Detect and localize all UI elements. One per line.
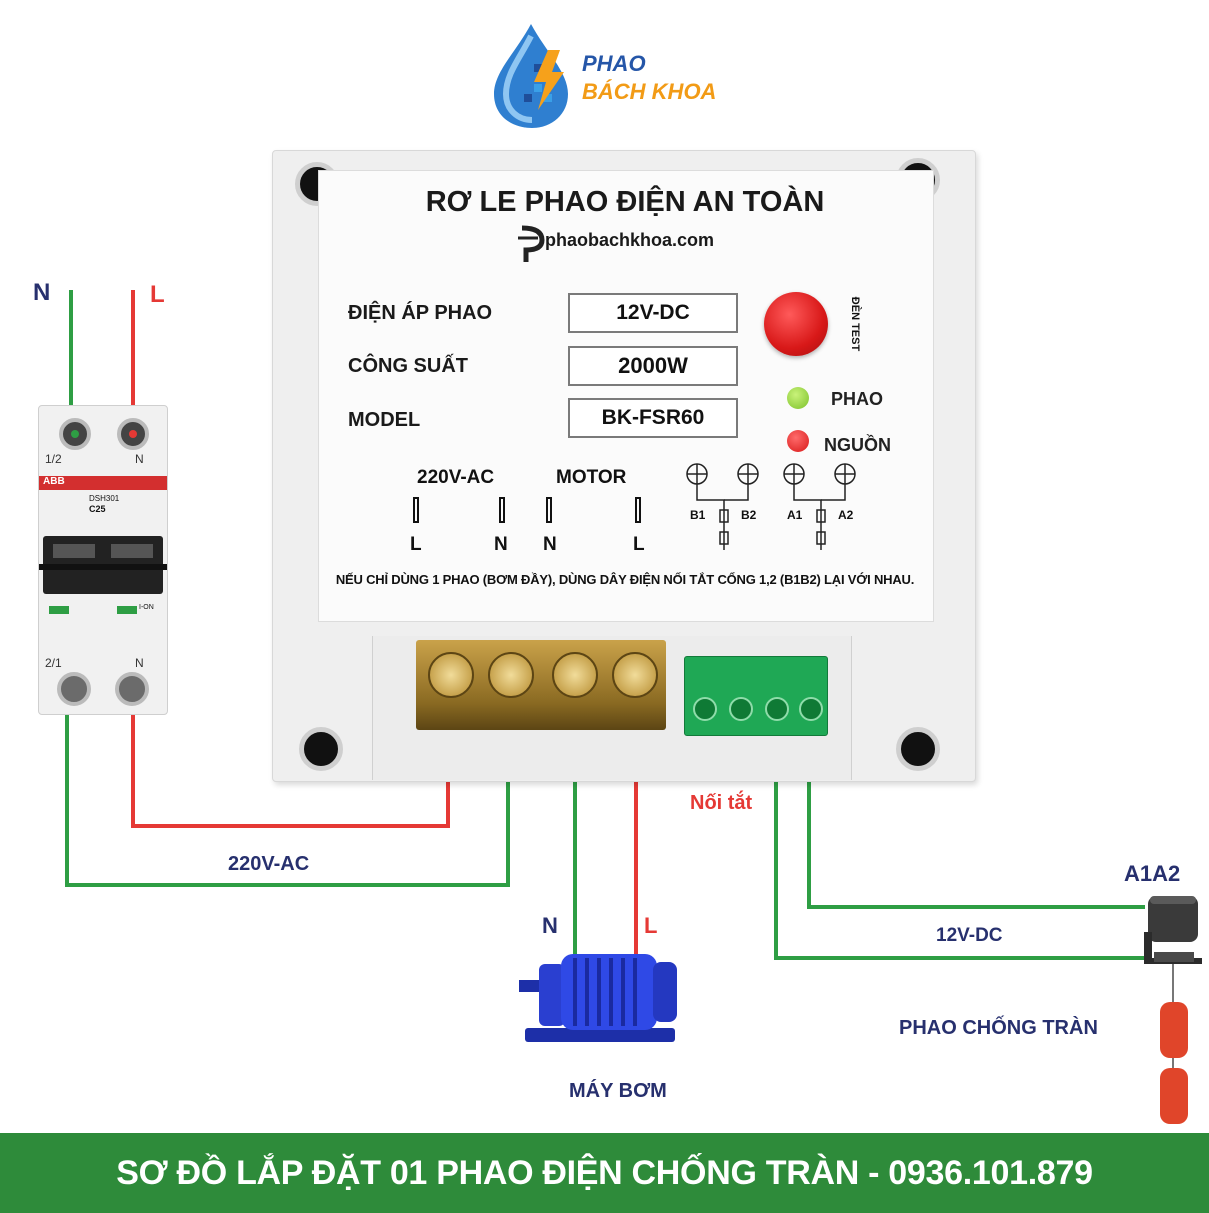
shorting-label: Nối tắt (690, 792, 753, 814)
relay-website: phaobachkhoa.com (545, 230, 715, 250)
terminal-mark-3 (546, 497, 552, 523)
footer-title: SƠ ĐỒ LẮP ĐẶT 01 PHAO ĐIỆN CHỐNG TRÀN - … (116, 1154, 1093, 1192)
mounting-hole-bottom-right (896, 727, 940, 771)
breaker-terminal-out-n (57, 672, 91, 706)
led-phao (787, 387, 809, 409)
logo-line-2: BÁCH KHOA (582, 79, 717, 104)
breaker-label-top-left: 1/2 (45, 452, 62, 466)
logo-line-1: PHAO (582, 51, 646, 76)
power-terminal-block (416, 640, 666, 730)
breaker-terminal-out-l (115, 672, 149, 706)
float-switch-icon (1144, 896, 1202, 1124)
relay-note: NẾU CHỈ DÙNG 1 PHAO (BƠM ĐẦY), DÙNG DÂY … (335, 572, 915, 587)
led-phao-label: PHAO (831, 389, 884, 409)
mains-n-label: N (33, 279, 51, 306)
mains-l-label: L (150, 281, 165, 308)
terminal-mark-4 (635, 497, 641, 523)
breaker-on-label: I-ON (139, 604, 154, 611)
test-button[interactable] (764, 292, 828, 356)
test-button-label: ĐÈN TEST (849, 296, 862, 352)
terminal-label-l2: L (633, 534, 645, 555)
breaker-on-indicator-left (49, 606, 69, 614)
ac-wire-label: 220V-AC (228, 853, 310, 875)
float-name: PHAO CHỐNG TRÀN (899, 1017, 1098, 1039)
terminal-label-n2: N (543, 534, 557, 555)
led-nguon-label: NGUỒN (824, 435, 891, 455)
spec-value-power: 2000W (568, 346, 738, 386)
breaker-label-bottom-left: 2/1 (45, 656, 62, 670)
ac-neutral-wire (65, 690, 510, 887)
spec-label-voltage: ĐIỆN ÁP PHAO (348, 302, 493, 324)
terminal-group-220v: 220V-AC (417, 467, 495, 488)
breaker-on-indicator-right (117, 606, 137, 614)
breaker-toggle[interactable] (39, 564, 167, 570)
motor-l-label: L (644, 913, 658, 938)
breaker-label-top-right: N (135, 452, 144, 466)
breaker-model: DSH301 (89, 494, 120, 503)
relay-faceplate (318, 170, 934, 622)
terminal-mark-2 (499, 497, 505, 523)
led-nguon (787, 430, 809, 452)
circuit-breaker: 1/2 N ABB DSH301 C25 I-ON 2/1 N (38, 405, 168, 715)
terminal-mark-1 (413, 497, 419, 523)
float-label-b1: B1 (690, 508, 706, 522)
terminal-label-l1: L (410, 534, 422, 555)
water-drop-icon (494, 24, 568, 128)
dc-wire-label: 12V-DC (936, 925, 1003, 946)
float-wire-a1 (774, 716, 1145, 960)
footer-bar (0, 1133, 1209, 1213)
breaker-terminal-l (117, 418, 149, 450)
spec-value-voltage: 12V-DC (568, 293, 738, 333)
terminal-group-motor: MOTOR (556, 467, 627, 488)
terminal-label-n1: N (494, 534, 508, 555)
breaker-red-band: ABB (39, 476, 167, 490)
float-label-a1: A1 (787, 508, 803, 522)
spec-label-power: CÔNG SUẤT (348, 355, 468, 377)
spec-label-model: MODEL (348, 409, 421, 431)
motor-name: MÁY BƠM (569, 1080, 667, 1102)
brand-logo: PHAO BÁCH KHOA (486, 22, 746, 132)
float-terminal-block (684, 656, 828, 736)
motor-n-label: N (542, 913, 558, 938)
relay-title: RƠ LE PHAO ĐIỆN AN TOÀN (425, 186, 825, 218)
website-logo-icon (518, 225, 545, 262)
float-terminal-label: A1A2 (1124, 861, 1181, 886)
float-label-b2: B2 (741, 508, 757, 522)
float-terminal-symbols (686, 463, 856, 550)
breaker-rating: C25 (89, 504, 106, 514)
pump-motor-icon (519, 954, 677, 1042)
breaker-brand: ABB (43, 476, 65, 487)
mounting-hole-bottom-left (299, 727, 343, 771)
breaker-terminal-n (59, 418, 91, 450)
breaker-label-bottom-right: N (135, 656, 144, 670)
spec-value-model: BK-FSR60 (568, 398, 738, 438)
float-label-a2: A2 (838, 508, 854, 522)
